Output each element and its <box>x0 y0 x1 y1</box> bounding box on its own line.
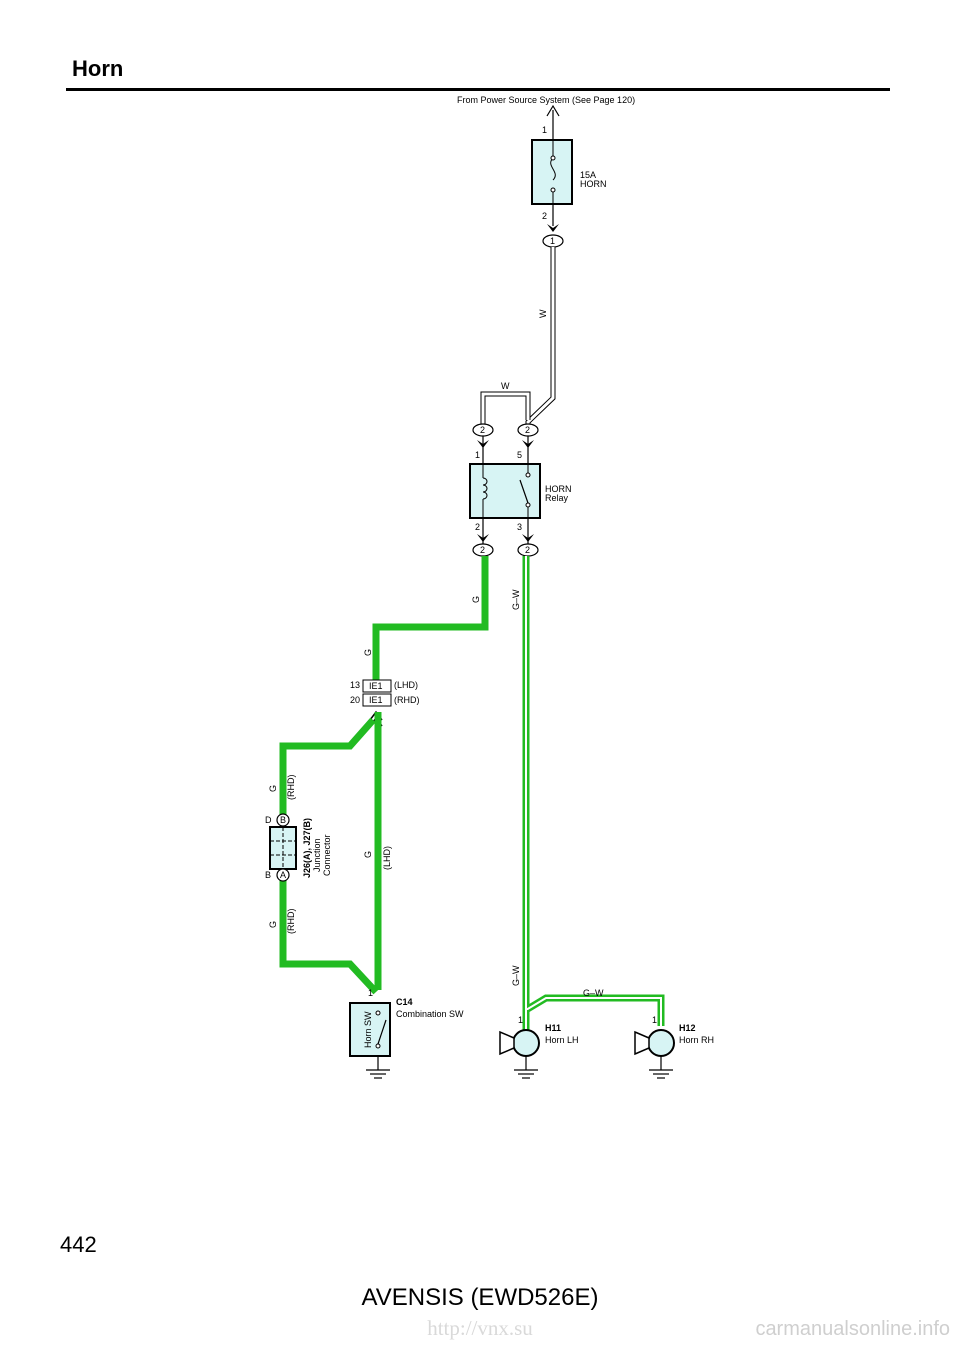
wire-rhd-label-bottom: (RHD) <box>286 909 296 935</box>
wire-gw <box>522 556 665 1030</box>
wire-rhd-label-top: (RHD) <box>286 775 296 801</box>
wire-g-label-rhd-bottom: G <box>268 921 278 928</box>
horn-lh-pin: 1 <box>518 1015 523 1025</box>
ie1-connector-rhd <box>362 693 392 707</box>
page-title: Horn <box>72 56 124 81</box>
sw-terminal-bottom <box>375 1043 381 1049</box>
wire-w-label-horizontal: W <box>501 381 510 391</box>
horn-rh-name: Horn RH <box>679 1035 714 1045</box>
relay-pin-1: 1 <box>475 450 480 460</box>
jc-name-1: Junction <box>312 838 322 872</box>
fuse-box <box>531 139 573 205</box>
wire-g-label-2: G <box>363 649 373 656</box>
ie1-pin-lhd: 13 <box>350 680 360 690</box>
horn-lh-icon <box>499 1030 515 1056</box>
page-number: 442 <box>60 1232 97 1257</box>
relay-connector-bottom-right-label: 2 <box>525 545 530 555</box>
relay-contact-icon <box>519 479 529 504</box>
ground-icon <box>649 1069 673 1079</box>
wire-gw-label-1: G–W <box>511 589 521 610</box>
jc-name-2: Connector <box>322 834 332 876</box>
horn-rh-icon <box>634 1030 650 1056</box>
sw-code: C14 <box>396 997 413 1007</box>
wire-g-relay-ie1 <box>372 556 489 680</box>
wire-lhd-label: (LHD) <box>382 846 392 870</box>
horn-rh-pin: 1 <box>652 1015 657 1025</box>
relay-out-arrow-right <box>522 534 534 542</box>
relay-connector-bottom-left-label: 2 <box>480 545 485 555</box>
jc-connector-a <box>276 868 290 882</box>
power-source-label: From Power Source System (See Page 120) <box>457 95 635 105</box>
horn-rh <box>647 1029 675 1057</box>
jc-pin-b: B <box>265 870 271 880</box>
wire-g-label-lhd: G <box>363 851 373 858</box>
horn-lh-name: Horn LH <box>545 1035 579 1045</box>
relay-connector-top-right-label: 2 <box>525 425 530 435</box>
relay-pin-3: 3 <box>517 522 522 532</box>
fuse-terminal-top <box>550 155 556 161</box>
connector-arrow-1 <box>547 224 559 232</box>
horn-switch-icon <box>377 1019 387 1045</box>
fuse-name: HORN <box>580 179 607 189</box>
horn-rh-code: H12 <box>679 1023 696 1033</box>
relay-connector-top-left-label: 2 <box>480 425 485 435</box>
wire-g-label-rhd-top: G <box>268 785 278 792</box>
ground-icon <box>366 1069 390 1079</box>
fuse-terminal-bottom <box>550 187 556 193</box>
wire-g-rhd-top <box>279 717 376 818</box>
ie1-label-rhd: IE1 <box>369 695 383 705</box>
ie1-pin-rhd: 20 <box>350 695 360 705</box>
wire-g-rhd-bottom <box>279 880 379 995</box>
wire-gw-label-2: G–W <box>511 965 521 986</box>
ground-icon <box>514 1069 538 1079</box>
source-url: http://vnx.su <box>427 1316 533 1340</box>
ie1-connector-lhd <box>362 679 392 693</box>
title-rule <box>66 88 890 91</box>
sw-terminal-top <box>375 1010 381 1016</box>
watermark: carmanualsonline.info <box>755 1318 950 1340</box>
ie1-rhd-label: (RHD) <box>394 695 420 705</box>
connector-1-label: 1 <box>550 236 555 246</box>
horn-lh-code: H11 <box>545 1023 561 1033</box>
power-source-arrow <box>546 104 560 117</box>
relay-pin-2: 2 <box>475 522 480 532</box>
horn-lh <box>512 1029 540 1057</box>
relay-contact-terminal-top <box>525 472 531 478</box>
horn-relay <box>469 463 541 519</box>
ie1-lhd-label: (LHD) <box>394 680 418 690</box>
relay-coil-icon <box>482 477 488 500</box>
wire-w <box>480 247 556 426</box>
relay-pin-5: 5 <box>517 450 522 460</box>
fuse-amp: 15A <box>580 170 596 180</box>
horn-sw-label: Horn SW <box>363 1011 373 1048</box>
relay-name-1: HORN <box>545 484 572 494</box>
wire-gw-label-3: G–W <box>583 988 604 998</box>
jc-code: J26(A), J27(B) <box>302 818 312 878</box>
fuse-pin-out: 2 <box>542 211 547 221</box>
jc-b-label: B <box>280 815 286 825</box>
wire-w-label-vertical: W <box>538 309 548 318</box>
jc-pin-d: D <box>265 815 272 825</box>
sw-pin: 1 <box>368 988 373 998</box>
footer-model: AVENSIS (EWD526E) <box>361 1284 599 1311</box>
sw-name: Combination SW <box>396 1009 464 1019</box>
ie1-label-lhd: IE1 <box>369 681 383 691</box>
relay-contact-terminal-bottom <box>525 502 531 508</box>
relay-out-arrow-left <box>477 534 489 542</box>
wire-g-label-1: G <box>471 596 481 603</box>
jc-a-label: A <box>280 870 286 880</box>
relay-name-2: Relay <box>545 493 569 503</box>
fuse-pin-in: 1 <box>542 125 547 135</box>
